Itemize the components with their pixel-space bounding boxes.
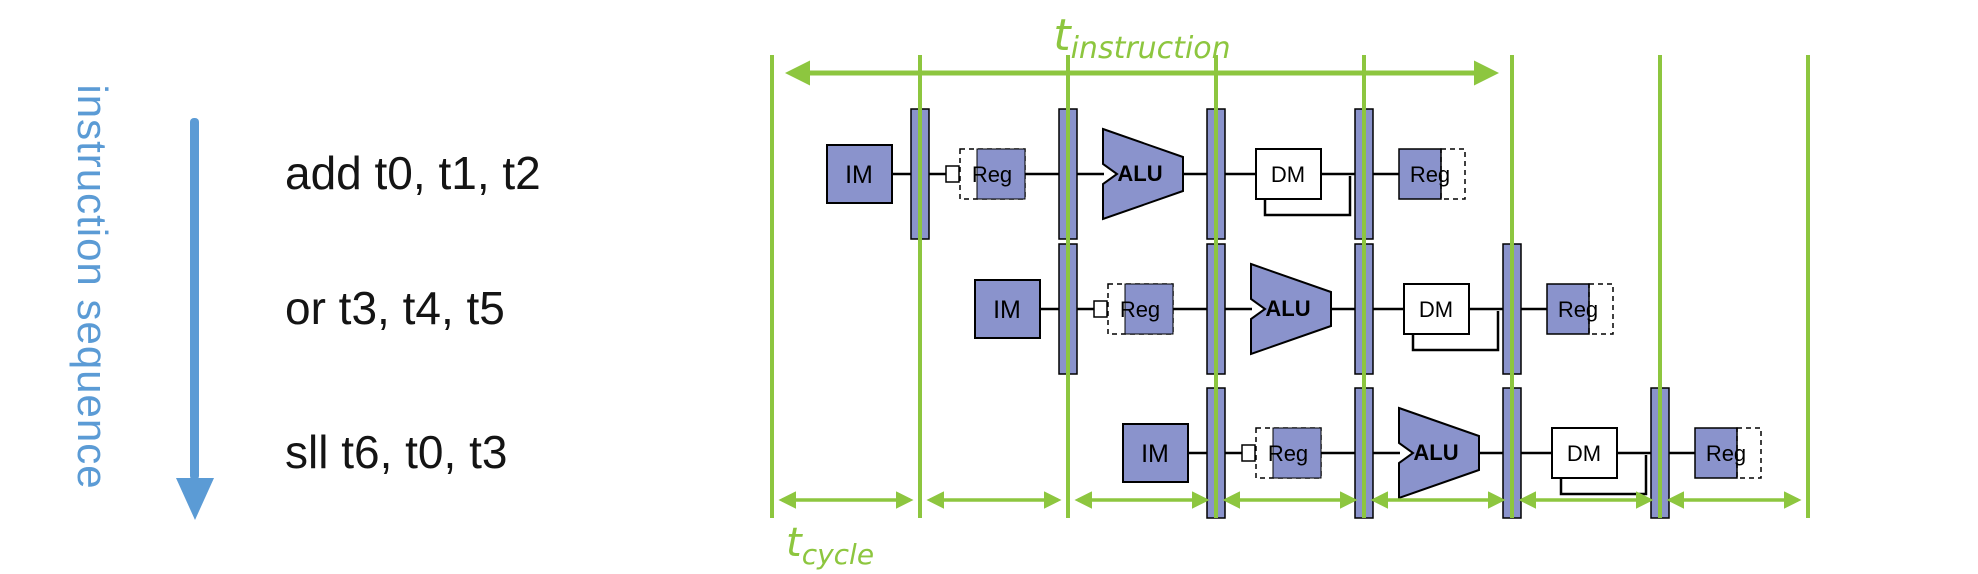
pipeline-row-add bbox=[825, 107, 1467, 241]
arrow-shaft bbox=[190, 118, 199, 480]
clock-edge-lines bbox=[770, 55, 1810, 518]
arrow-down-icon bbox=[176, 478, 214, 520]
instruction-label-or: or t3, t4, t5 bbox=[285, 282, 505, 334]
instruction-label-sll: sll t6, t0, t3 bbox=[285, 426, 508, 478]
instruction-sequence-label: instruction sequence bbox=[69, 84, 116, 490]
instruction-label-add: add t0, t1, t2 bbox=[285, 147, 541, 199]
pipeline-row-or bbox=[973, 242, 1615, 376]
t-cycle-label: tcycle bbox=[786, 520, 874, 571]
t-instruction-label: tinstruction bbox=[1053, 10, 1230, 66]
